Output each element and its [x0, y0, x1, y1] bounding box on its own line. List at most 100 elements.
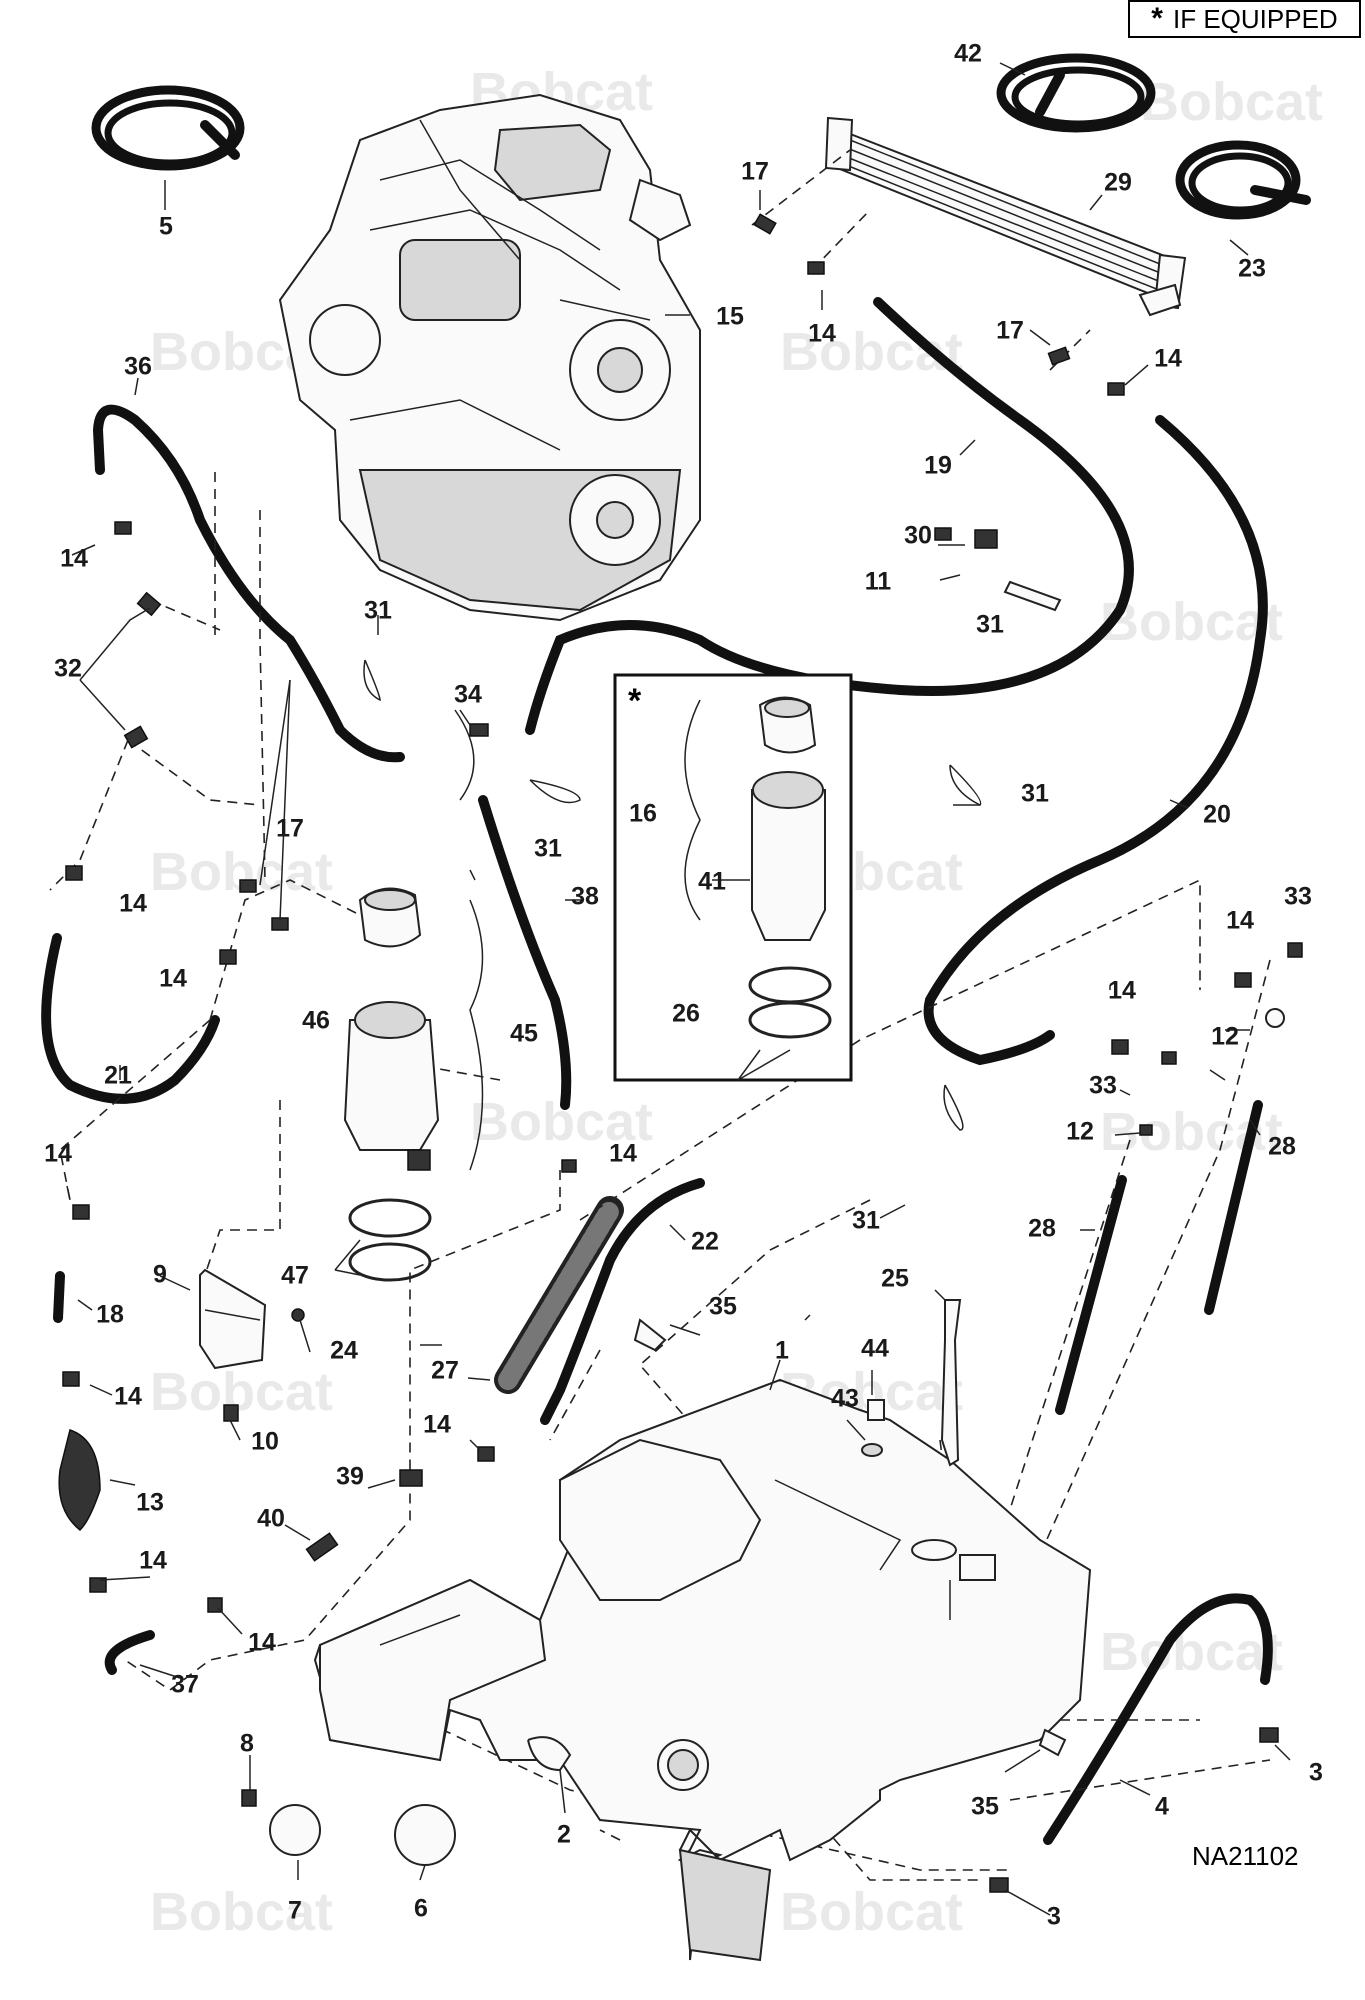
legend-text: IF EQUIPPED — [1172, 3, 1338, 34]
fuel-filter-assembly — [199, 709, 484, 1370]
engine-assembly — [278, 93, 701, 622]
callout-17-cooler-top: 17 — [741, 158, 769, 186]
callout-47: 47 — [281, 1262, 309, 1290]
clamp-14 — [1111, 1039, 1129, 1055]
fitting-32 — [123, 725, 149, 749]
callout-27: 27 — [431, 1357, 459, 1385]
tie-31 — [1003, 580, 1062, 612]
strap-31 — [363, 659, 381, 702]
callout-14-pump: 14 — [139, 1547, 167, 1575]
grommet-43 — [861, 1443, 883, 1457]
primer-bulb-13 — [58, 1429, 101, 1532]
hose-21 — [41, 933, 220, 1104]
fuel-tank — [313, 1378, 1092, 1962]
cap-6 — [394, 1804, 456, 1866]
optional-filter-inset: * — [613, 673, 853, 1082]
clamp-14 — [114, 521, 132, 535]
hose-38 — [478, 795, 572, 1110]
inset-asterisk: * — [628, 682, 642, 720]
callout-18: 18 — [96, 1301, 124, 1329]
callout-29: 29 — [1104, 169, 1132, 197]
callout-1: 1 — [775, 1337, 789, 1365]
callout-14-left-lower: 14 — [44, 1140, 72, 1168]
callout-14-tank: 14 — [423, 1411, 451, 1439]
vent-44 — [867, 1399, 885, 1421]
callout-8: 8 — [240, 1730, 254, 1758]
callout-21: 21 — [104, 1062, 132, 1090]
callout-25: 25 — [881, 1265, 909, 1293]
clamp-14 — [62, 1371, 80, 1387]
fitting-40 — [305, 1532, 339, 1562]
clamp-3 — [1259, 1727, 1279, 1743]
watermark: Bobcat — [150, 842, 333, 902]
hose-coil-42 — [996, 53, 1156, 133]
callout-34: 34 — [454, 681, 482, 709]
watermark: Bobcat — [150, 1362, 333, 1422]
callout-20: 20 — [1203, 801, 1231, 829]
callout-32: 32 — [54, 655, 82, 683]
callout-4: 4 — [1155, 1793, 1169, 1821]
fitting-33 — [1287, 942, 1303, 958]
callout-leaders — [66, 62, 1291, 1916]
callout-12-bottom: 12 — [1066, 1118, 1094, 1146]
clamp-14 — [477, 1446, 495, 1462]
callout-14-right-mid: 14 — [1108, 977, 1136, 1005]
clamp-14 — [1107, 382, 1125, 396]
callout-37: 37 — [171, 1671, 199, 1699]
callout-28-right: 28 — [1268, 1133, 1296, 1161]
sender-25 — [940, 1299, 962, 1467]
callout-31-center: 31 — [534, 835, 562, 863]
clamp-14 — [72, 1204, 90, 1220]
hose-37 — [104, 1630, 155, 1675]
callout-31-lower: 31 — [852, 1207, 880, 1235]
fitting-17 — [239, 879, 257, 893]
clip-35 — [1038, 1728, 1067, 1757]
grommet-12 — [1139, 1124, 1153, 1136]
callout-28-left: 28 — [1028, 1215, 1056, 1243]
callout-14-left-upper: 14 — [60, 545, 88, 573]
tee-34 — [469, 723, 489, 737]
bolt-10 — [223, 1404, 239, 1422]
callout-45: 45 — [510, 1020, 538, 1048]
callout-31-right-upper: 31 — [976, 611, 1004, 639]
cap-7 — [269, 1804, 321, 1856]
callout-numbers: 5 42 23 29 17 14 17 14 15 36 14 19 30 11… — [44, 40, 1323, 1931]
callout-33-top: 33 — [1284, 883, 1312, 911]
callout-3-bottom: 3 — [1047, 1903, 1061, 1931]
callout-31-engine: 31 — [364, 597, 392, 625]
legend-asterisk: * — [1151, 2, 1163, 35]
small-parts — [58, 213, 1303, 1893]
callout-14-cooler-top: 14 — [808, 320, 836, 348]
callout-17-cooler-bottom: 17 — [996, 317, 1024, 345]
callout-14-right-top: 14 — [1226, 907, 1254, 935]
callout-39: 39 — [336, 1463, 364, 1491]
callout-6: 6 — [414, 1895, 428, 1923]
callout-7: 7 — [288, 1897, 302, 1925]
strainer-2 — [527, 1736, 572, 1772]
callout-12-top: 12 — [1211, 1023, 1239, 1051]
callout-19: 19 — [924, 452, 952, 480]
callout-14-left-mid2: 14 — [159, 965, 187, 993]
hose-28b — [1055, 1175, 1127, 1415]
callout-16: 16 — [629, 800, 657, 828]
callout-14-bottom: 14 — [248, 1629, 276, 1657]
callout-33-bottom: 33 — [1089, 1072, 1117, 1100]
callout-11: 11 — [865, 568, 892, 596]
clamp-14 — [65, 865, 83, 881]
hose-18 — [53, 1271, 65, 1323]
callout-17-filter: 17 — [276, 815, 304, 843]
clamp-14 — [561, 1159, 577, 1173]
callout-46: 46 — [302, 1007, 330, 1035]
callout-14-cooler-bottom: 14 — [1154, 345, 1182, 373]
hose-36 — [92, 404, 405, 763]
fitting-17 — [1047, 346, 1071, 366]
callout-35-top: 35 — [709, 1293, 737, 1321]
hose-20 — [923, 415, 1268, 1066]
clamp-3 — [989, 1877, 1009, 1893]
callout-26: 26 — [672, 1000, 700, 1028]
callout-44: 44 — [861, 1335, 889, 1363]
callout-2: 2 — [557, 1821, 571, 1849]
watermark: Bobcat — [1100, 1622, 1283, 1682]
bolt-11 — [934, 527, 952, 541]
callout-42: 42 — [954, 40, 982, 68]
